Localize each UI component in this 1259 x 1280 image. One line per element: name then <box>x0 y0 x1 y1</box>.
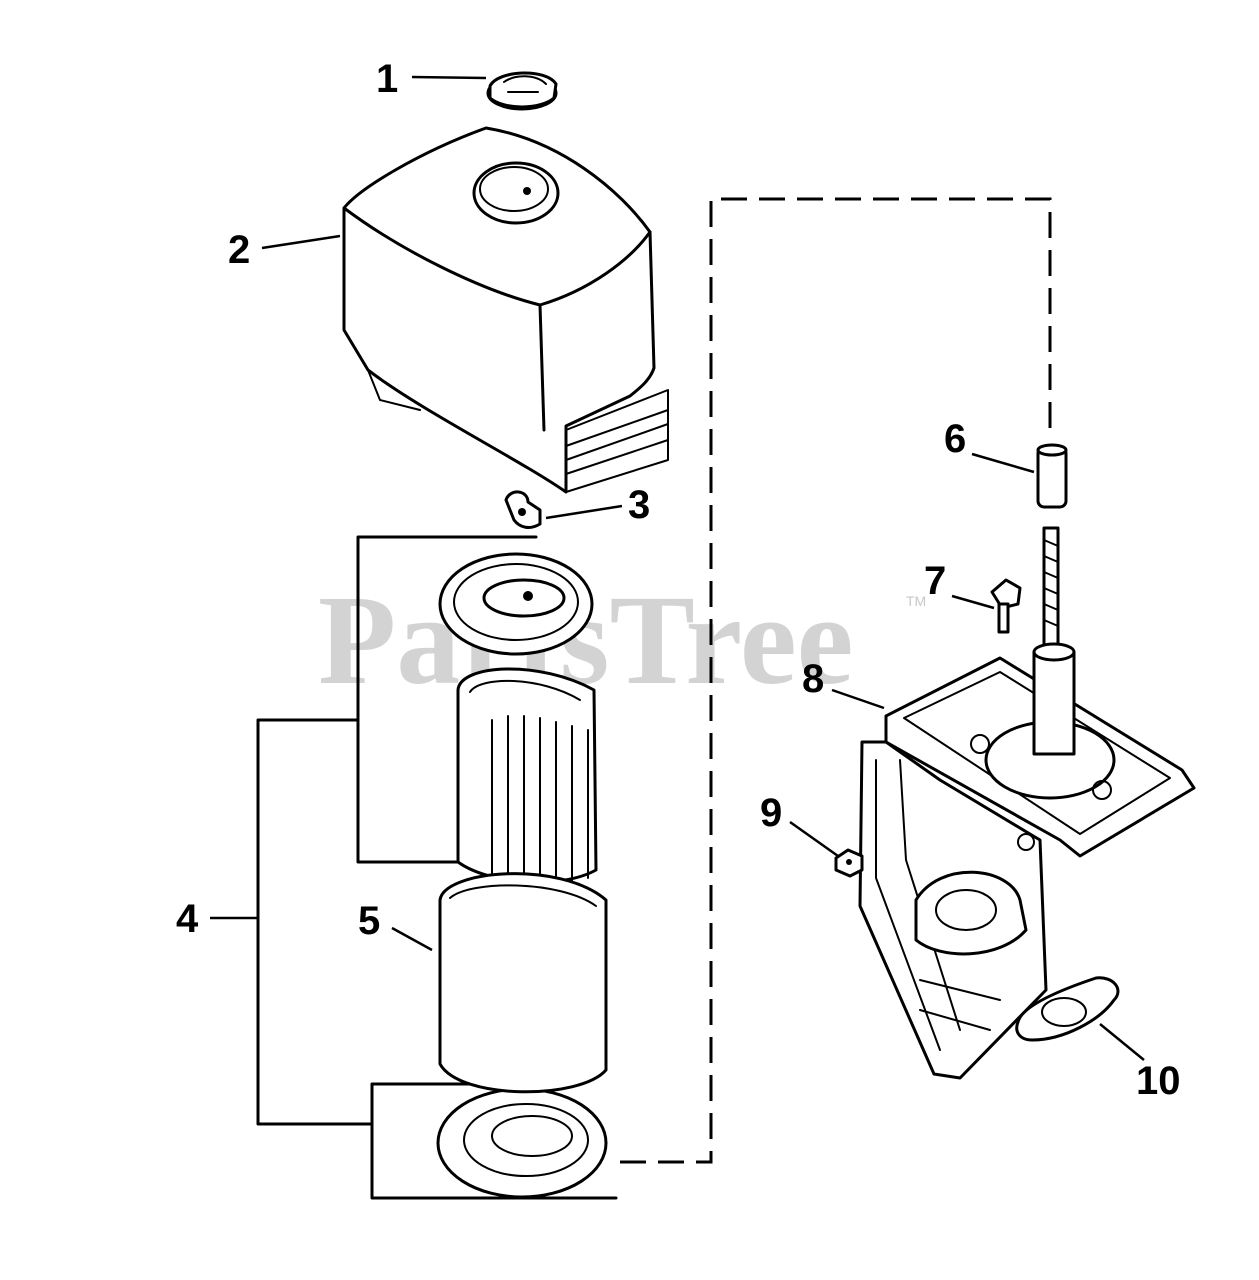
watermark-trademark: TM <box>906 593 926 609</box>
air-cleaner-cover-icon <box>342 126 669 494</box>
callout-8: 8 <box>802 657 824 701</box>
callout-6: 6 <box>944 417 966 461</box>
leader-lines <box>210 75 1145 1061</box>
wing-knob-icon <box>486 71 558 111</box>
spacer-tube-icon <box>1036 443 1068 509</box>
callout-9: 9 <box>760 791 782 835</box>
callout-10: 10 <box>1136 1059 1181 1103</box>
callout-2: 2 <box>228 228 250 272</box>
callout-7: 7 <box>924 559 946 603</box>
bolt-icon <box>990 578 1022 634</box>
air-cleaner-base-icon <box>858 526 1196 1080</box>
wing-nut-icon <box>504 490 542 529</box>
watermark: PartsTree TM <box>318 569 926 711</box>
callout-5: 5 <box>358 899 380 943</box>
filter-element-bracket-icon <box>256 535 618 1200</box>
callout-1: 1 <box>376 57 398 101</box>
assembly-dashed-line <box>620 197 1052 1164</box>
callout-4: 4 <box>176 897 199 941</box>
callout-3: 3 <box>628 483 650 527</box>
pre-cleaner-foam-icon <box>438 872 608 1094</box>
gasket-icon <box>1015 976 1120 1042</box>
nut-icon <box>834 848 864 878</box>
